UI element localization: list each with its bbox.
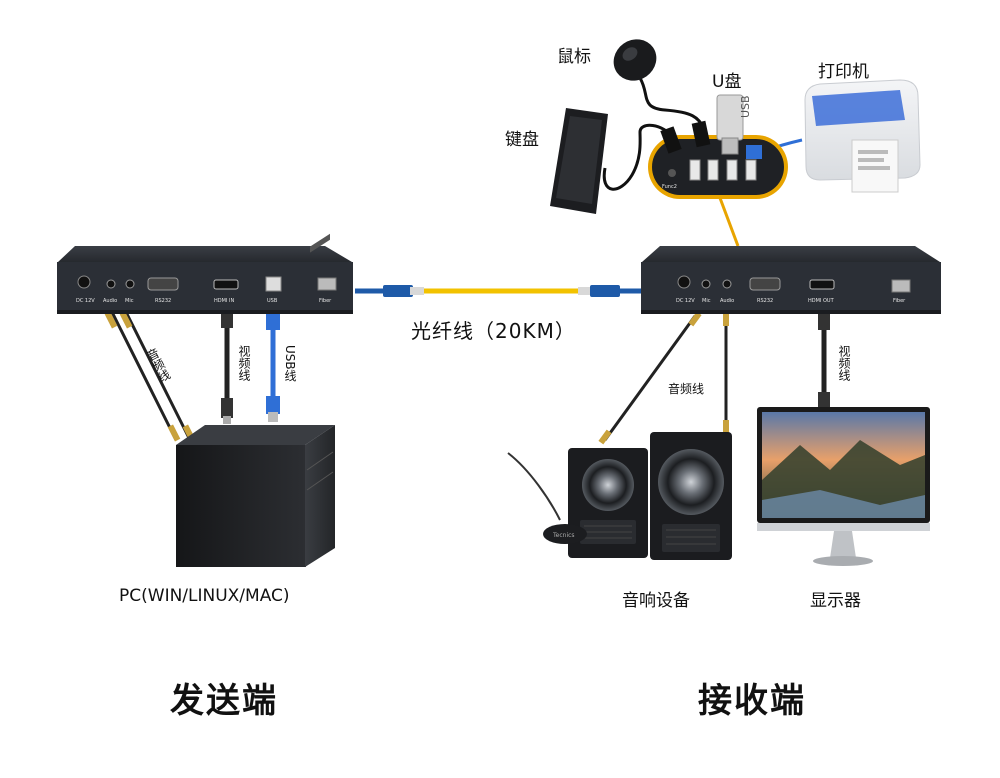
fiber-cable xyxy=(355,285,642,297)
desk-microphone: Tecnics xyxy=(507,452,587,544)
hub-cable xyxy=(718,197,740,247)
tx-port-label: HDMI IN xyxy=(214,298,234,304)
usb-stick-text: USB xyxy=(739,95,752,118)
tx-port-label: Fiber xyxy=(319,298,332,304)
pc-label: PC(WIN/LINUX/MAC) xyxy=(119,586,290,606)
printer-label: 打印机 xyxy=(818,62,869,82)
rx-port-label: RS232 xyxy=(757,298,773,304)
rx-port-label: Audio xyxy=(720,298,734,304)
tx-port-label: DC 12V xyxy=(76,298,95,304)
mouse-device xyxy=(613,39,657,81)
usb-cable-label: USB线 xyxy=(283,345,297,382)
video-cable-label-left: 视频线 xyxy=(237,345,251,381)
printer-device xyxy=(804,79,921,193)
fiber-label: 光纤线（20KM） xyxy=(411,319,576,343)
monitor-device xyxy=(757,407,930,566)
receiver-device: DC 12V Mic Audio RS232 HDMI OUT Fiber xyxy=(641,246,941,314)
tx-port-label: Audio xyxy=(103,298,117,304)
transmitter-label: 发送端 xyxy=(170,681,278,721)
transmitter-usb-cable xyxy=(266,310,280,422)
usb-stick: USB xyxy=(716,94,752,155)
receiver-audio-cables xyxy=(598,311,729,445)
video-cable-label-right: 视频线 xyxy=(837,345,851,381)
speaker-right xyxy=(650,432,732,560)
transmitter-device: DC 12V Audio Mic RS232 HDMI IN USB Fiber xyxy=(57,246,353,314)
hub-port-label: Func2 xyxy=(662,184,677,190)
transmitter-hdmi-cable xyxy=(221,310,233,424)
tx-port-label: Mic xyxy=(125,298,134,304)
mouse-cable xyxy=(638,77,707,133)
speaker-brand: Tecnics xyxy=(552,532,575,539)
audio-equipment-label: 音响设备 xyxy=(622,591,690,611)
mouse-label: 鼠标 xyxy=(557,47,591,67)
rx-port-label: Fiber xyxy=(893,298,906,304)
tx-port-label: RS232 xyxy=(155,298,171,304)
rx-port-label: DC 12V xyxy=(676,298,695,304)
keyboard-cable xyxy=(602,123,678,191)
usb-hub: Func2 xyxy=(648,120,788,199)
rx-port-label: Mic xyxy=(702,298,711,304)
receiver-hdmi-cable xyxy=(818,310,830,418)
udisk-label: U盘 xyxy=(712,72,742,92)
keyboard-device xyxy=(550,108,608,214)
keyboard-label: 键盘 xyxy=(505,130,539,150)
speaker-left xyxy=(568,448,648,558)
monitor-label: 显示器 xyxy=(810,591,861,611)
rx-port-label: HDMI OUT xyxy=(808,298,835,304)
audio-cable-label-right: 音频线 xyxy=(668,382,705,396)
transmitter-audio-cables xyxy=(104,311,196,442)
pc-tower xyxy=(176,233,335,567)
tx-port-label: USB xyxy=(267,298,278,304)
receiver-label: 接收端 xyxy=(698,681,806,721)
